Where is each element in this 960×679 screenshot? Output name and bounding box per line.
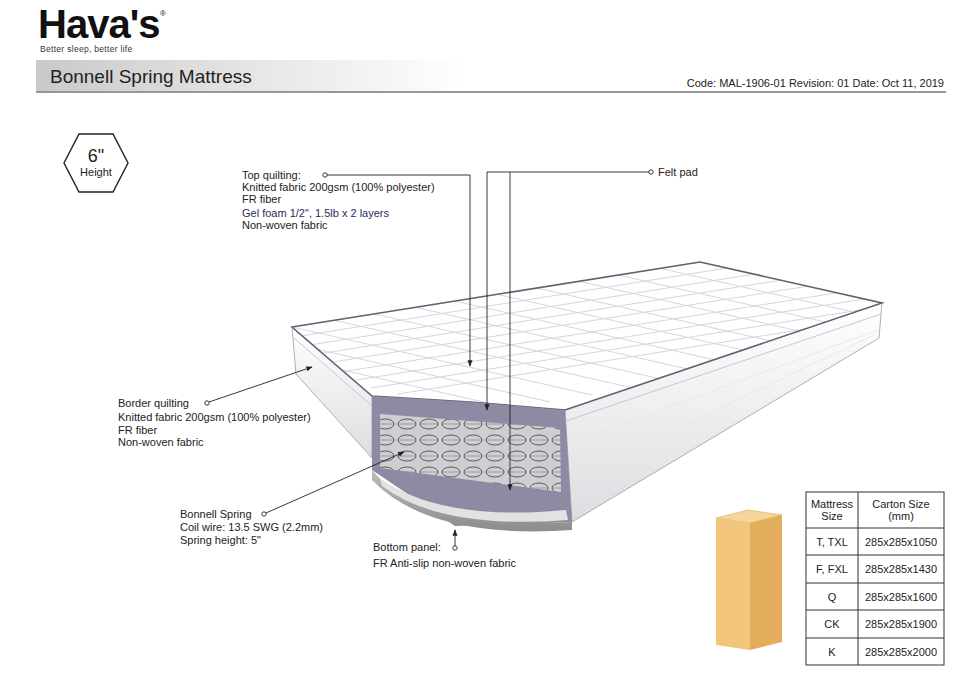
table-header: Mattress Size [807,493,857,527]
table-cell: 285x285x1050 [859,529,943,554]
height-caption: Height [80,166,112,179]
height-badge: 6"Height [63,133,129,193]
table-cell: 285x285x1600 [859,584,943,609]
page-title: Bonnell Spring Mattress [50,66,252,88]
callout-text: FR fiber [242,193,281,205]
hexagon-shape [64,134,128,192]
callout-heading: Bonnell Spring [180,508,252,520]
callout-text: FR fiber [118,424,157,436]
callout-heading: Border quilting [118,397,189,409]
callout-text: Knitted fabric 200gsm (100% polyester) [242,181,435,193]
table-cell: Q [807,584,857,609]
callout-text: Non-woven fabric [242,219,328,231]
table-cell: K [807,639,857,664]
callout-heading: Bottom panel: [373,541,441,553]
height-value: 6" [88,147,104,166]
table-cell: F, FXL [807,556,857,582]
table-cell: 285x285x2000 [859,639,943,664]
callout-heading: Top quilting: [242,169,301,181]
document-code: Code: MAL-1906-01 Revision: 01 Date: Oct… [687,77,944,90]
callout-heading: Felt pad [658,166,698,178]
registered-mark: ® [160,9,166,18]
callout-text: Coil wire: 13.5 SWG (2.2mm) [180,521,323,533]
table-cell: 285x285x1900 [859,611,943,637]
logo-wordmark: Hava's [38,4,159,44]
callout-text: Non-woven fabric [118,436,204,448]
callout-text: Knitted fabric 200gsm (100% polyester) [118,411,311,423]
table-cell: T, TXL [807,529,857,554]
table-cell: CK [807,611,857,637]
callout-text: FR Anti-slip non-woven fabric [373,557,516,569]
callout-text: Gel foam 1/2", 1.5lb x 2 layers [242,207,389,219]
logo-tagline: Better sleep, better life [40,44,133,54]
table-cell: 285x285x1430 [859,556,943,582]
table-header: Carton Size (mm) [859,493,943,527]
callout-text: Spring height: 5" [180,534,261,546]
